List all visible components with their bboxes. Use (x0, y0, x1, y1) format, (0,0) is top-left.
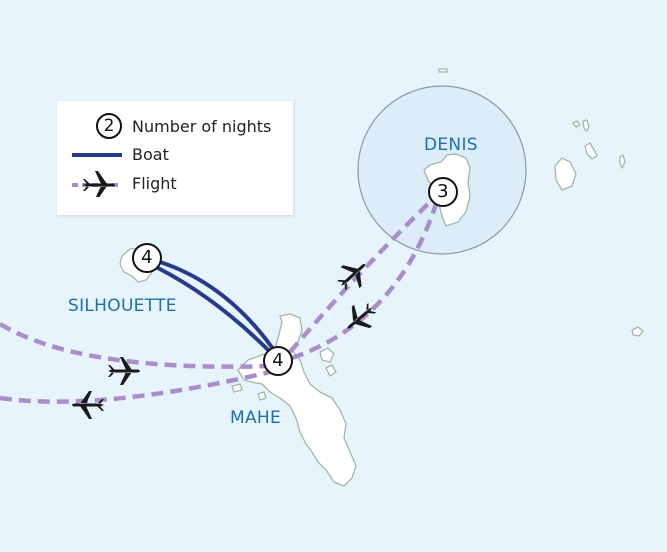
islet (319, 347, 335, 363)
islet (554, 157, 577, 191)
legend-nights-sample: 2 (103, 116, 115, 136)
legend-item-flight: Flight (57, 169, 293, 197)
silhouette-label: SILHOUETTE (68, 296, 177, 316)
denis-nights-value: 3 (437, 181, 449, 202)
boat-route (158, 260, 280, 358)
islet (582, 119, 590, 132)
boat-route (156, 266, 278, 360)
islet (584, 142, 598, 160)
legend: 2 Number of nights Boat Flight (57, 101, 293, 215)
silhouette-nights-value: 4 (141, 247, 153, 268)
islet (257, 391, 267, 401)
mahe-label: MAHE (230, 408, 282, 428)
islet (231, 383, 243, 393)
denis-label: DENIS (424, 135, 478, 155)
legend-label-nights: Number of nights (132, 116, 272, 136)
mahe-nights-value: 4 (272, 350, 284, 371)
islet (631, 326, 644, 337)
legend-item-nights: 2 Number of nights (57, 112, 293, 140)
flight-plane-icon (72, 171, 122, 197)
mahe-nights-marker (263, 346, 293, 376)
islet (619, 154, 626, 169)
flight-route (0, 369, 271, 404)
legend-item-boat: Boat (57, 140, 293, 168)
flight-route (288, 198, 434, 354)
night-count-icon (96, 113, 122, 139)
legend-label-flight: Flight (132, 173, 177, 193)
silhouette-nights-marker (132, 243, 162, 273)
islet (325, 364, 337, 377)
plane-icon (337, 264, 366, 291)
plane-icon (72, 391, 104, 419)
flight-route (291, 197, 441, 361)
islet (438, 68, 448, 73)
legend-label-boat: Boat (132, 144, 169, 164)
boat-line-icon (72, 153, 122, 157)
denis-nights-marker (428, 177, 458, 207)
plane-icon (108, 357, 140, 385)
plane-icon (347, 303, 377, 329)
islet (572, 120, 581, 128)
flight-route (0, 322, 271, 369)
